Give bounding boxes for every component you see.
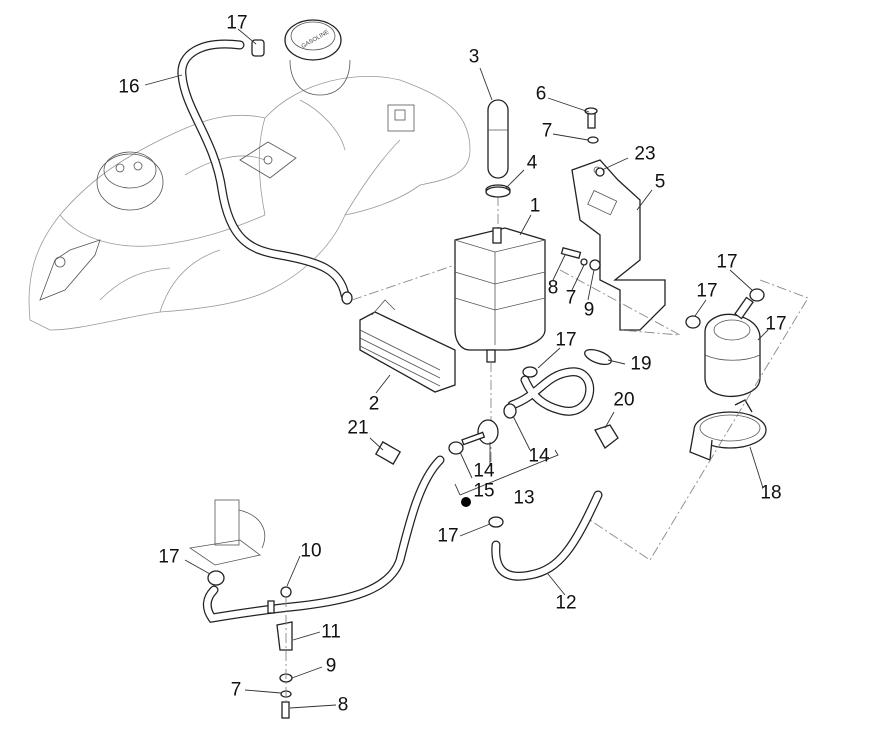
throttle-body <box>188 499 266 586</box>
connector-21 <box>594 424 619 449</box>
callout-10: 10 <box>300 540 322 562</box>
callout-1: 1 <box>529 195 541 217</box>
callout-6: 6 <box>535 83 547 105</box>
clamp-17-lower <box>488 516 504 528</box>
guide-line-tank <box>351 264 456 301</box>
callout-9: 9 <box>325 655 337 677</box>
callout-17: 17 <box>716 251 738 273</box>
callout-15: 12 <box>555 592 577 614</box>
guide-line-separator <box>589 279 809 561</box>
callout-17: 17 <box>226 12 248 34</box>
callout-11: 11 <box>321 621 341 643</box>
callout-4: 4 <box>526 152 538 174</box>
callout-8: 8 <box>337 694 349 716</box>
vent-hose-3 <box>485 99 511 232</box>
callout-16: 16 <box>118 76 140 98</box>
callout-17: 17 <box>437 525 459 547</box>
callout-17: 17 <box>555 329 577 351</box>
guide-line-bracket <box>559 269 681 336</box>
callout-17: 17 <box>696 280 718 302</box>
separator-18 <box>685 288 765 398</box>
callout-12: 13 <box>513 487 535 509</box>
callout-5: 5 <box>654 171 666 193</box>
leader-lines <box>144 28 769 709</box>
check-valve-13 <box>448 403 559 507</box>
hardware-stack <box>276 586 293 719</box>
callout-21: 20 <box>613 389 635 411</box>
callout-7: 7 <box>541 120 553 142</box>
callout-7: 7 <box>230 679 242 701</box>
clamp-4 <box>485 186 511 198</box>
clamp-17-loop <box>522 366 538 378</box>
callout-2: 2 <box>368 393 380 415</box>
callout-8: 8 <box>547 277 559 299</box>
callout-19: 18 <box>760 482 782 504</box>
holder-19 <box>689 399 767 461</box>
strap-2 <box>359 299 456 393</box>
callout-7: 7 <box>565 287 577 309</box>
callout-13: 14 <box>473 460 495 482</box>
callout-9: 9 <box>583 299 595 321</box>
lower-hose <box>202 455 445 623</box>
cable-tie-20 <box>584 348 612 366</box>
breather-hose-16 <box>177 39 353 305</box>
loop-hose <box>507 366 595 416</box>
callout-18: 17 <box>765 313 787 335</box>
callout-17: 17 <box>158 546 180 568</box>
hose-15 <box>488 490 603 581</box>
callout-3: 3 <box>468 46 480 68</box>
callout-22: 21 <box>347 417 369 439</box>
clamp-17-top <box>251 39 265 57</box>
fuel-tank: GASOLINE <box>28 19 471 331</box>
callout-14: 15 <box>473 480 495 502</box>
callout-14: 14 <box>528 445 550 467</box>
callout-20: 19 <box>630 353 652 375</box>
filled-dot-marker <box>461 497 471 507</box>
bolt-8-set-mid <box>560 246 601 271</box>
fitting-22 <box>374 441 402 465</box>
callout-23: 23 <box>634 143 656 165</box>
carbon-canister-1 <box>454 227 546 470</box>
